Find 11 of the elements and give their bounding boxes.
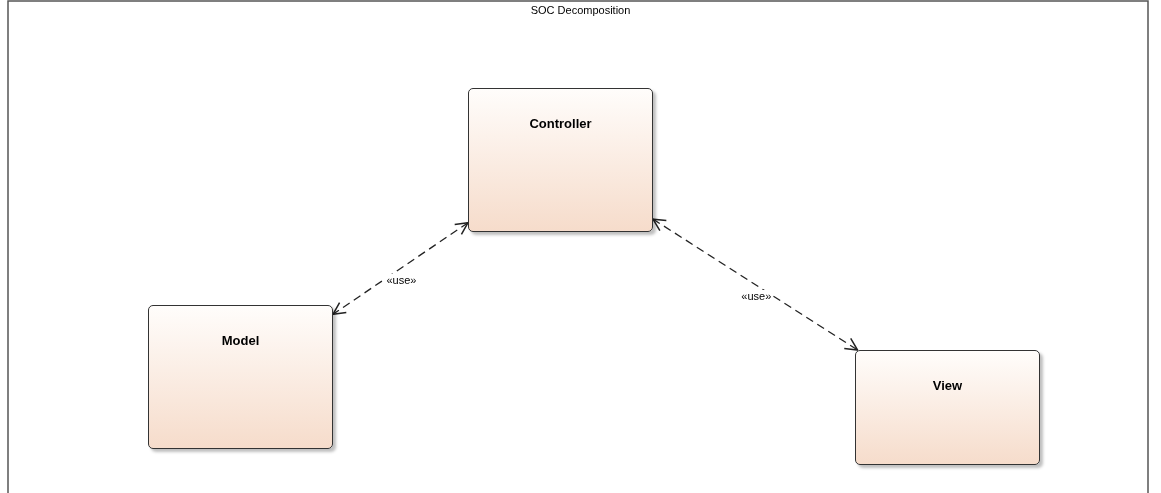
class-box — [855, 350, 1040, 465]
dependency-arrow — [332, 222, 469, 315]
class-box — [148, 305, 333, 449]
edge-label: «use» — [739, 289, 774, 302]
class-name: View — [931, 378, 964, 393]
class-name: Controller — [528, 116, 593, 131]
diagram-title: SOC Decomposition — [530, 4, 631, 16]
dependency-arrow — [652, 218, 859, 351]
edge-label: «use» — [384, 273, 419, 286]
class-box — [468, 88, 653, 232]
class-name: Model — [220, 333, 261, 348]
